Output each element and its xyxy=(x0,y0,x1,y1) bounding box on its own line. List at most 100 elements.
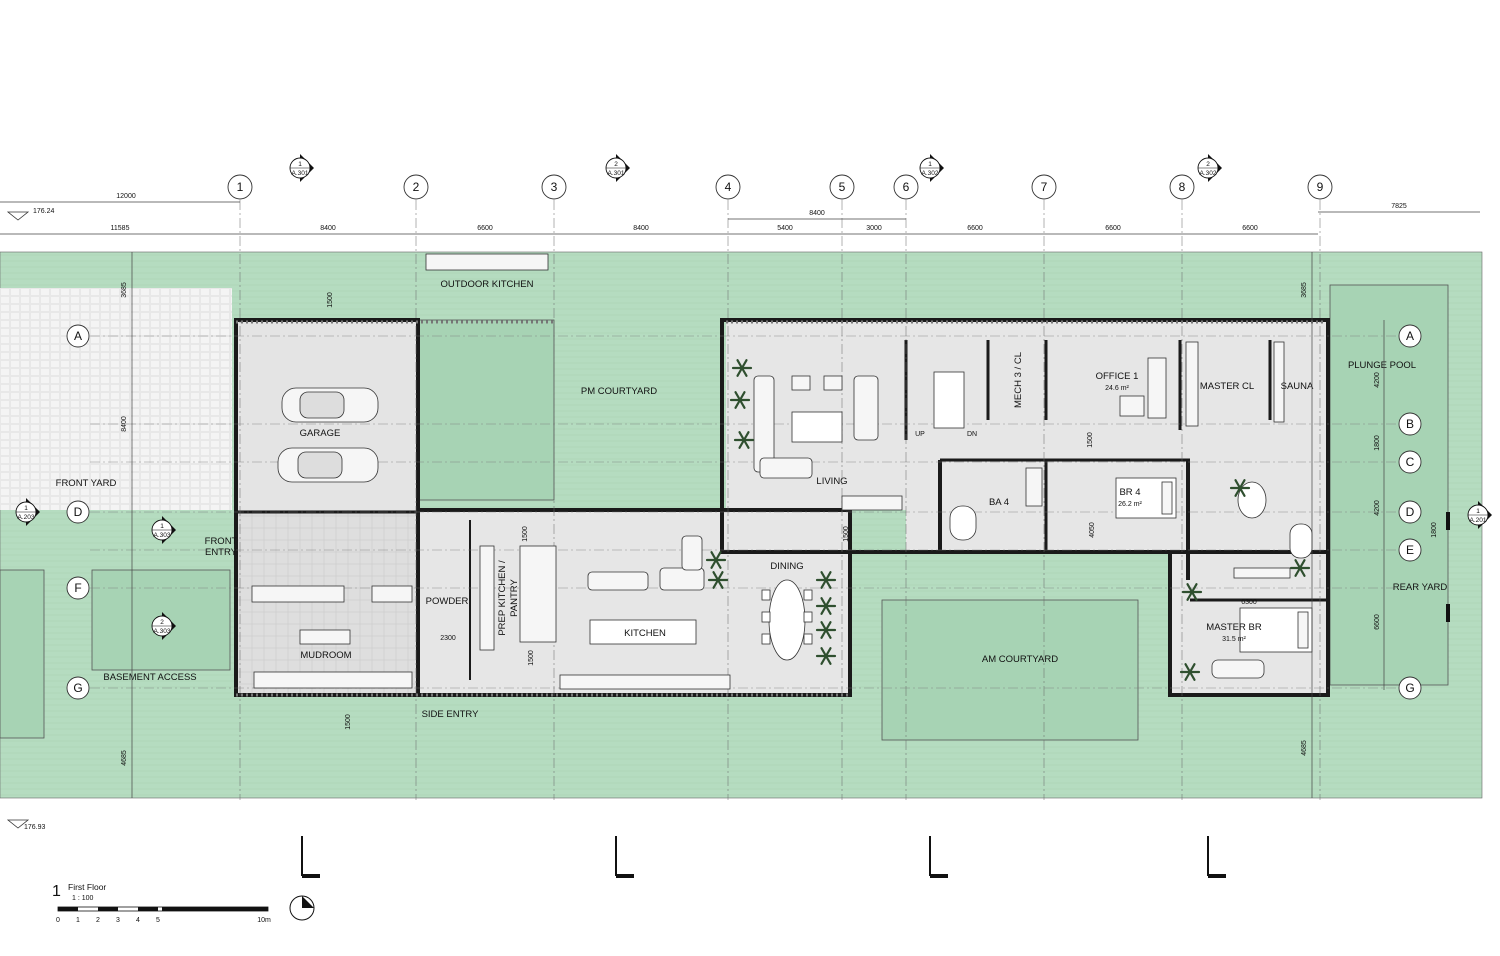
grid-column-label: 1 xyxy=(237,180,244,194)
grid-column-label: 6 xyxy=(903,180,910,194)
section-sheet: A.301 xyxy=(292,170,309,177)
elevation-marker: 176.24 xyxy=(6,208,55,221)
grid-bubble-icon: B xyxy=(1398,412,1422,436)
sauna-bench xyxy=(1273,341,1285,423)
grid-column-label: 2 xyxy=(413,180,420,194)
grid-bubble-icon: 5 xyxy=(829,174,855,200)
section-number: 1 xyxy=(160,523,164,530)
mudroom-floor xyxy=(236,510,418,695)
section-number: 1 xyxy=(24,505,28,512)
dining-label: DINING xyxy=(770,561,803,572)
elevation-label: 176.24 xyxy=(33,208,55,215)
mudroom-island xyxy=(299,629,351,645)
br4-label: BR 4 xyxy=(1119,487,1140,498)
elevation-label: 176.93 xyxy=(24,824,46,831)
closet-shelves xyxy=(1185,341,1199,427)
dim-misc: 1500 xyxy=(528,650,535,666)
grid-bubble-icon: 1 xyxy=(227,174,253,200)
section-number: 2 xyxy=(160,619,164,626)
dim-top-span: 6600 xyxy=(1105,225,1121,232)
section-sheet: A.201 xyxy=(1470,517,1487,524)
grid-row-label: G xyxy=(73,681,82,695)
mudroom-label: MUDROOM xyxy=(300,650,351,661)
section-marker-icon: 1A.203 xyxy=(15,498,40,526)
living-chair xyxy=(791,375,811,391)
grid-bubble-icon: 7 xyxy=(1031,174,1057,200)
plant-icon xyxy=(705,551,727,569)
section-sheet: A.303 xyxy=(154,532,171,539)
north-arrow-icon xyxy=(289,895,315,921)
dim-top-span: 11585 xyxy=(111,225,130,232)
office-desk xyxy=(1147,357,1167,419)
prep-kitchen-counter xyxy=(519,545,557,643)
plant-icon xyxy=(733,431,755,449)
section-marker-icon: 2A.303 xyxy=(151,612,176,640)
elevation-marker: 176.93 xyxy=(6,819,46,831)
kitchen-label: KITCHEN xyxy=(624,628,666,639)
grid-bubble-icon: G xyxy=(1398,676,1422,700)
mech-label: MECH 3 / CL xyxy=(1013,352,1024,408)
room-labels: OUTDOOR KITCHEN PM COURTYARD GARAGE FRON… xyxy=(56,279,1448,720)
dim-top-span: 6600 xyxy=(477,225,493,232)
section-marker-icon: 1A.201 xyxy=(1467,501,1492,529)
section-cut-ticks xyxy=(301,512,1450,878)
grid-bubble-icon: D xyxy=(1398,500,1422,524)
grid-bubble-icon: E xyxy=(1398,538,1422,562)
dim-right-v-3: 1800 xyxy=(1374,435,1381,451)
plunge-pool-label: PLUNGE POOL xyxy=(1348,360,1416,371)
exterior-wall-living xyxy=(720,318,1330,554)
front-entry-label: FRONT xyxy=(205,536,238,547)
section-markers: 1A.3012A.3011A.3022A.3021A.2031A.3032A.3… xyxy=(15,154,1492,640)
sauna-label: SAUNA xyxy=(1281,381,1314,392)
scale-bar-label: 0 xyxy=(56,917,60,924)
scale-bar xyxy=(57,906,269,912)
plant-icon xyxy=(815,597,837,615)
scale-bar-label: 5 xyxy=(156,917,160,924)
grid-row-label: G xyxy=(1405,681,1414,695)
grid-bubble-icon: A xyxy=(1398,324,1422,348)
stair-dn-label: DN xyxy=(967,431,977,438)
car-icon xyxy=(277,447,379,483)
outdoor-kitchen-counter xyxy=(425,253,549,271)
mudroom-lockers xyxy=(253,671,413,689)
drawing-title: First Floor xyxy=(68,882,106,892)
section-marker-icon: 1A.302 xyxy=(919,154,944,182)
grid-bubble-icon: A xyxy=(66,324,90,348)
furniture xyxy=(251,253,1313,690)
mudroom-bench xyxy=(251,585,345,603)
grid-column-label: 3 xyxy=(551,180,558,194)
section-sheet: A.301 xyxy=(608,170,625,177)
sofa-icon xyxy=(753,375,879,479)
car-icon xyxy=(281,387,379,423)
dim-left-v-1: 3685 xyxy=(121,282,128,298)
grid-bubble-icon: 3 xyxy=(541,174,567,200)
ba4-label: BA 4 xyxy=(989,497,1009,508)
stair xyxy=(933,371,965,429)
dim-top-span: 8400 xyxy=(633,225,649,232)
dim-right-v-2: 4200 xyxy=(1374,372,1381,388)
plants xyxy=(705,359,1311,681)
plant-icon xyxy=(1289,559,1311,577)
section-number: 1 xyxy=(1476,508,1480,515)
section-marker-icon: 2A.302 xyxy=(1197,154,1222,182)
section-sheet: A.303 xyxy=(154,628,171,635)
dim-right-v-5: 1800 xyxy=(1431,522,1438,538)
row-grid-bubbles-right: A BC DE G xyxy=(1398,324,1422,700)
grid-row-label: D xyxy=(74,505,83,519)
dim-top-span: 8400 xyxy=(320,225,336,232)
courtyard-fences xyxy=(236,320,1326,697)
grid-bubble-icon: 2 xyxy=(403,174,429,200)
section-number: 2 xyxy=(1206,161,1210,168)
grid-bubble-icon: 6 xyxy=(893,174,919,200)
grid-column-label: 4 xyxy=(725,180,732,194)
grid-column-label: 5 xyxy=(839,180,846,194)
grid-bubble-icon: C xyxy=(1398,450,1422,474)
plant-icon xyxy=(1179,663,1201,681)
section-number: 1 xyxy=(928,161,932,168)
basement-access-label: BASEMENT ACCESS xyxy=(103,672,196,683)
grid-bubble-icon: G xyxy=(66,676,90,700)
plant-icon xyxy=(729,391,751,409)
rear-yard-label: REAR YARD xyxy=(1393,582,1448,593)
